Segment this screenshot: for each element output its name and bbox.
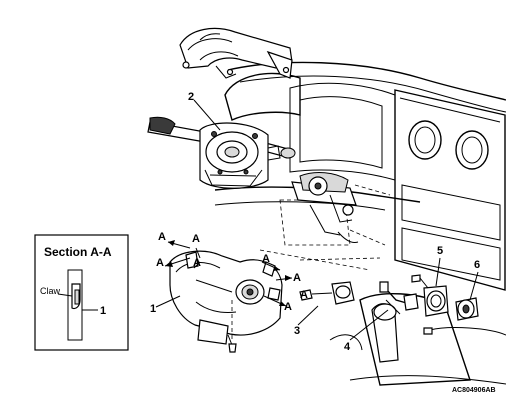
section-markers: [164, 240, 293, 307]
steering-column: [291, 172, 391, 246]
section-mark-a: A: [193, 257, 201, 269]
inset-title: Section A-A: [44, 245, 112, 259]
harness-connector: [379, 281, 419, 315]
callout-6: 6: [474, 259, 480, 271]
figure-code: AC804906AB: [452, 387, 496, 394]
immobilizer-ring: [411, 274, 449, 335]
callout-2: 2: [188, 91, 194, 103]
callout-3: 3: [294, 325, 300, 337]
lower-column-cover: [169, 250, 283, 353]
section-mark-a: A: [156, 257, 164, 269]
section-mark-a: A: [284, 301, 292, 313]
section-mark-a: A: [192, 233, 200, 245]
key-ring-antenna: [299, 281, 355, 305]
upper-column-cover: [179, 27, 293, 79]
section-a-a-inset: [34, 234, 129, 351]
callout-4: 4: [344, 341, 351, 353]
callout-5: 5: [437, 245, 443, 257]
labels: 2 1 3 4 5 6 A A A A A A A A Section A-A …: [40, 91, 496, 394]
section-mark-a: A: [262, 253, 270, 265]
dashboard-body: [214, 61, 506, 386]
section-mark-a: A: [300, 289, 308, 301]
callout-1: 1: [150, 303, 156, 315]
section-mark-a: A: [158, 231, 166, 243]
inset-callout-1: 1: [100, 305, 106, 317]
combination-switch: [147, 116, 296, 189]
section-mark-a: A: [293, 272, 301, 284]
key-cylinder: [455, 297, 479, 321]
claw-label: Claw: [40, 286, 61, 296]
leader-lines: [155, 99, 479, 341]
